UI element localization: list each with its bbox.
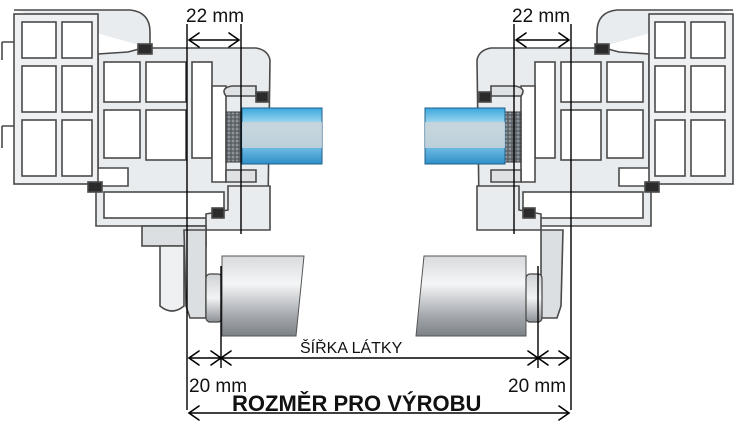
right-glass-unit (424, 107, 522, 165)
top-left-offset-label: 22 mm (186, 6, 244, 27)
side-left-offset-label: 20 mm (189, 376, 247, 397)
dimension-arrows (187, 32, 571, 421)
fabric-width-label: ŠÍŘKA LÁTKY (300, 338, 403, 357)
production-size-label: ROZMĚR PRO VÝROBU (232, 391, 481, 416)
left-glass-unit (225, 107, 323, 165)
dimension-lines (186, 24, 572, 414)
right-roller (415, 255, 543, 337)
top-right-offset-label: 22 mm (512, 6, 570, 27)
left-window-profile (1, 9, 271, 319)
right-window-profile (476, 9, 734, 319)
left-roller (205, 255, 305, 337)
side-right-offset-label: 20 mm (508, 376, 566, 397)
